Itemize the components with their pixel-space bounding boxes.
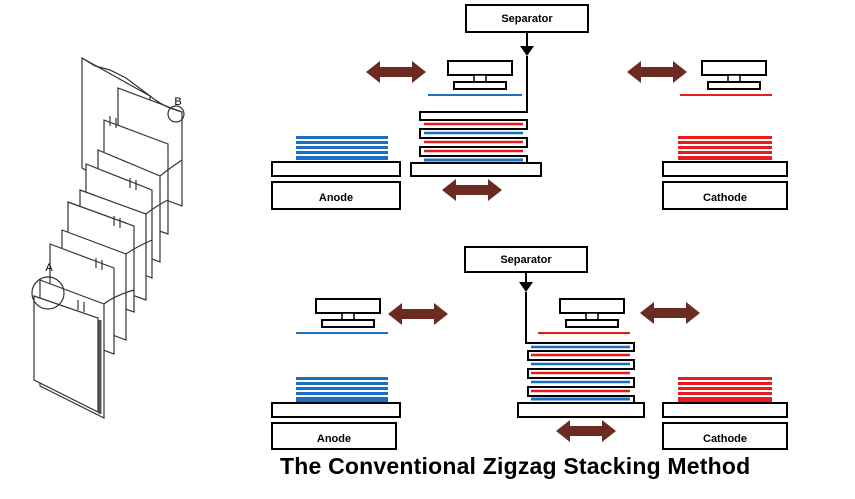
top-zigzag-stack bbox=[419, 111, 528, 163]
bottom-feed-arrowhead bbox=[519, 282, 533, 292]
callout-circle-a bbox=[31, 276, 65, 310]
top-anode-label: Anode bbox=[318, 192, 354, 204]
bottom-anode-stack bbox=[296, 377, 388, 402]
bottom-stacking-table bbox=[517, 402, 645, 418]
top-anode-stack bbox=[296, 136, 388, 160]
diagram-caption: The Conventional Zigzag Stacking Method bbox=[280, 453, 751, 479]
top-cathode-stack bbox=[678, 136, 772, 160]
bottom-cathode-stack bbox=[678, 377, 772, 402]
top-anode-gripper bbox=[447, 60, 513, 90]
top-feed-arrowhead bbox=[520, 46, 534, 56]
callout-label-a: A bbox=[45, 262, 53, 274]
bottom-zigzag-stack bbox=[527, 342, 635, 403]
top-left-arrow bbox=[366, 61, 426, 83]
top-cathode-label: Cathode bbox=[703, 192, 747, 204]
bottom-cathode-gripper bbox=[559, 298, 625, 328]
top-anode-tray bbox=[271, 161, 401, 177]
bottom-anode-box bbox=[271, 422, 397, 450]
bottom-anode-tray bbox=[271, 402, 401, 418]
zigzag-electrode-sketch bbox=[20, 42, 195, 430]
bottom-cathode-label: Cathode bbox=[703, 433, 747, 445]
bottom-left-arrow bbox=[388, 303, 448, 325]
bottom-cathode-box bbox=[662, 422, 788, 450]
bottom-right-arrow bbox=[640, 302, 700, 324]
callout-circle-b bbox=[167, 105, 185, 123]
top-stacking-table bbox=[410, 162, 542, 177]
top-cathode-tray bbox=[662, 161, 788, 177]
top-cathode-box bbox=[662, 181, 788, 210]
bottom-table-arrow bbox=[556, 420, 616, 442]
top-table-arrow bbox=[442, 179, 502, 201]
bottom-stacking-stage bbox=[271, 246, 788, 450]
bottom-cathode-tray bbox=[662, 402, 788, 418]
top-stacking-stage bbox=[271, 4, 788, 210]
bottom-anode-label: Anode bbox=[316, 433, 352, 445]
top-separator-label: Separator bbox=[501, 13, 553, 25]
top-cathode-gripper bbox=[701, 60, 767, 90]
bottom-separator-label: Separator bbox=[500, 254, 552, 266]
panel-5 bbox=[33, 279, 105, 419]
top-separator-box bbox=[465, 4, 589, 33]
bottom-anode-gripper bbox=[315, 298, 381, 328]
callout-label-b: B bbox=[174, 96, 182, 108]
top-right-arrow bbox=[627, 61, 687, 83]
top-anode-box bbox=[271, 181, 401, 210]
